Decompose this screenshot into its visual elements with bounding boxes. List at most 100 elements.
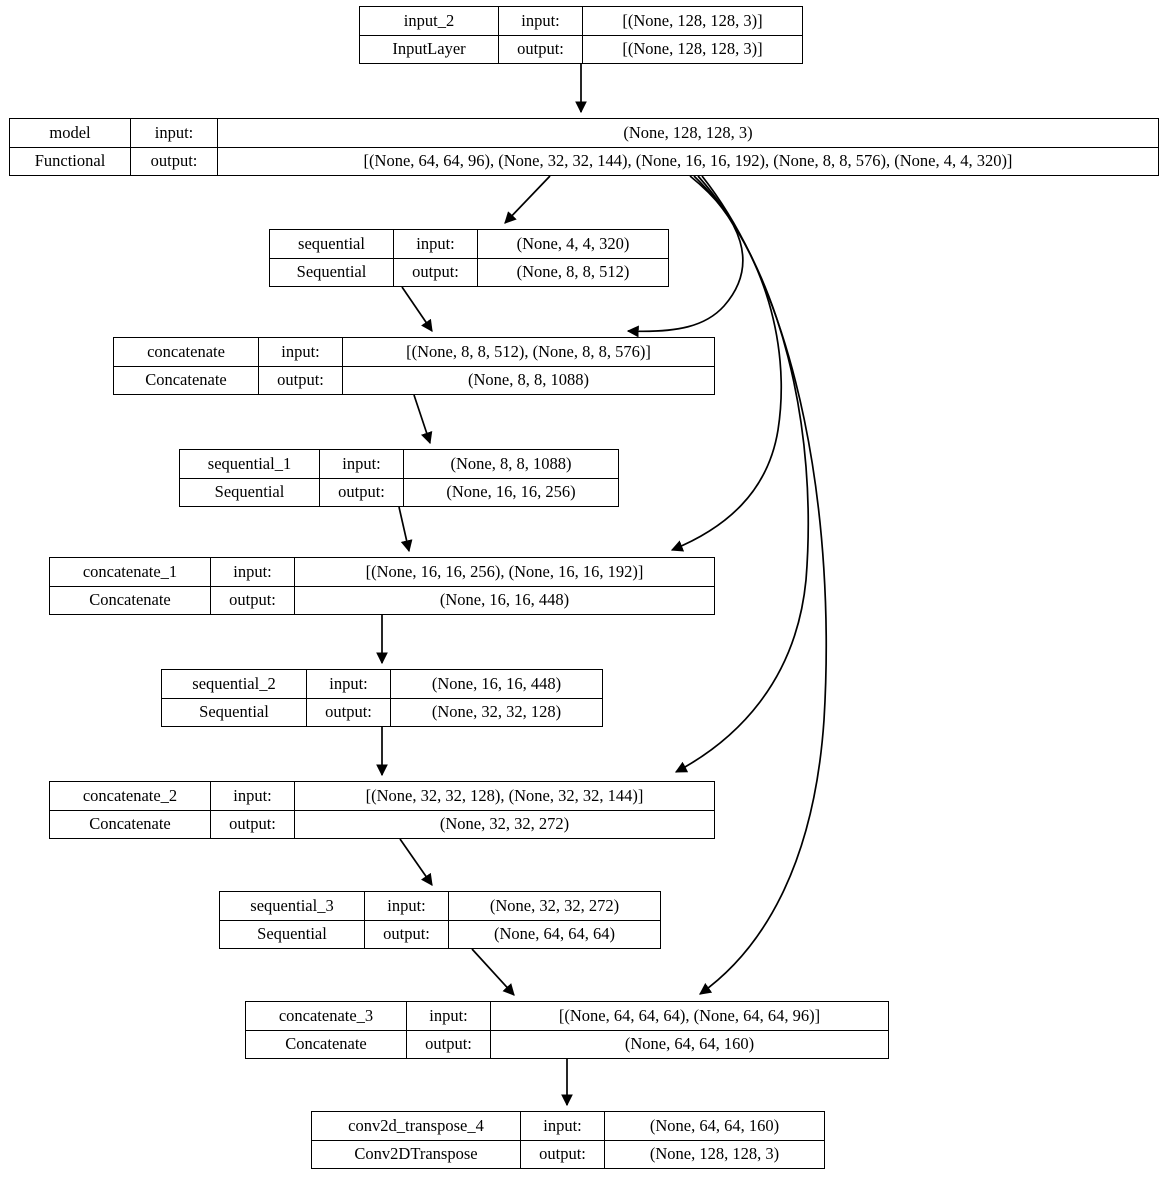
input-shape-model: (None, 128, 128, 3) [623, 122, 753, 142]
layer-type-sequential_3: Sequential [220, 920, 365, 948]
layer-name-input_2: input_2 [360, 7, 499, 35]
edge-model-to-sequential [504, 175, 551, 224]
output-shape-sequential: (None, 8, 8, 512) [516, 262, 630, 281]
layer-name-sequential_1: sequential_1 [180, 450, 320, 478]
input-label: input: [307, 670, 391, 698]
layer-name-sequential_2: sequential_2 [162, 670, 307, 698]
output-label: output: [259, 366, 343, 394]
input-shape-concatenate_3: [(None, 64, 64, 64), (None, 64, 64, 96)] [558, 1005, 821, 1025]
output-shape-sequential_3: (None, 64, 64, 64) [494, 924, 615, 943]
output-shape-conv2d_transpose_4: (None, 128, 128, 3) [649, 1144, 780, 1163]
layer-name-sequential: sequential [270, 230, 394, 258]
input-shape-concatenate_1: [(None, 16, 16, 256), (None, 16, 16, 192… [365, 561, 644, 581]
output-label: output: [394, 258, 478, 286]
input-shape-sequential_2: (None, 16, 16, 448) [431, 673, 562, 693]
layer-type-concatenate: Concatenate [114, 366, 259, 394]
output-label: output: [499, 35, 583, 63]
output-label: output: [521, 1140, 605, 1168]
edge-model-to-concatenate_2 [674, 175, 810, 773]
layer-type-conv2d_transpose_4: Conv2DTranspose [312, 1140, 521, 1168]
input-label: input: [211, 782, 295, 810]
output-label: output: [365, 920, 449, 948]
edge-concatenate_2-to-sequential_3 [399, 838, 433, 886]
output-shape-concatenate_3: (None, 64, 64, 160) [624, 1034, 755, 1053]
output-label: output: [211, 810, 295, 838]
layer-type-sequential: Sequential [270, 258, 394, 286]
layer-type-sequential_2: Sequential [162, 698, 307, 726]
edge-sequential-to-concatenate [401, 286, 433, 332]
output-label: output: [211, 586, 295, 614]
layer-name-conv2d_transpose_4: conv2d_transpose_4 [312, 1112, 521, 1140]
output-label: output: [320, 478, 404, 506]
layer-type-sequential_1: Sequential [180, 478, 320, 506]
output-label: output: [131, 147, 218, 175]
output-shape-model: [(None, 64, 64, 96), (None, 32, 32, 144)… [363, 151, 1013, 170]
layer-name-concatenate: concatenate [114, 338, 259, 366]
input-shape-input_2: [(None, 128, 128, 3)] [622, 10, 763, 30]
layer-type-concatenate_2: Concatenate [50, 810, 211, 838]
layer-type-model: Functional [10, 147, 131, 175]
edge-sequential_3-to-concatenate_3 [471, 948, 515, 996]
input-shape-concatenate_2: [(None, 32, 32, 128), (None, 32, 32, 144… [365, 785, 644, 805]
output-shape-concatenate_1: (None, 16, 16, 448) [439, 590, 570, 609]
edge-sequential_1-to-concatenate_1 [398, 506, 413, 553]
output-shape-sequential_1: (None, 16, 16, 256) [446, 482, 576, 501]
input-shape-sequential_3: (None, 32, 32, 272) [489, 895, 620, 915]
input-label: input: [407, 1002, 491, 1030]
input-label: input: [394, 230, 478, 258]
input-label: input: [365, 892, 449, 920]
layer-name-concatenate_3: concatenate_3 [246, 1002, 407, 1030]
input-label: input: [131, 119, 218, 147]
input-label: input: [521, 1112, 605, 1140]
edge-concatenate-to-sequential_1 [413, 394, 433, 445]
layer-type-input_2: InputLayer [360, 35, 499, 63]
output-shape-concatenate_2: (None, 32, 32, 272) [439, 814, 570, 833]
edge-model-to-concatenate_3 [699, 175, 828, 995]
input-label: input: [211, 558, 295, 586]
output-shape-sequential_2: (None, 32, 32, 128) [431, 702, 562, 721]
input-label: input: [259, 338, 343, 366]
layer-type-concatenate_3: Concatenate [246, 1030, 407, 1058]
layer-name-sequential_3: sequential_3 [220, 892, 365, 920]
output-shape-concatenate: (None, 8, 8, 1088) [468, 370, 589, 389]
layer-name-model: model [10, 119, 131, 147]
input-shape-sequential_1: (None, 8, 8, 1088) [450, 453, 572, 473]
input-label: input: [499, 7, 583, 35]
input-label: input: [320, 450, 404, 478]
input-shape-sequential: (None, 4, 4, 320) [516, 233, 630, 253]
